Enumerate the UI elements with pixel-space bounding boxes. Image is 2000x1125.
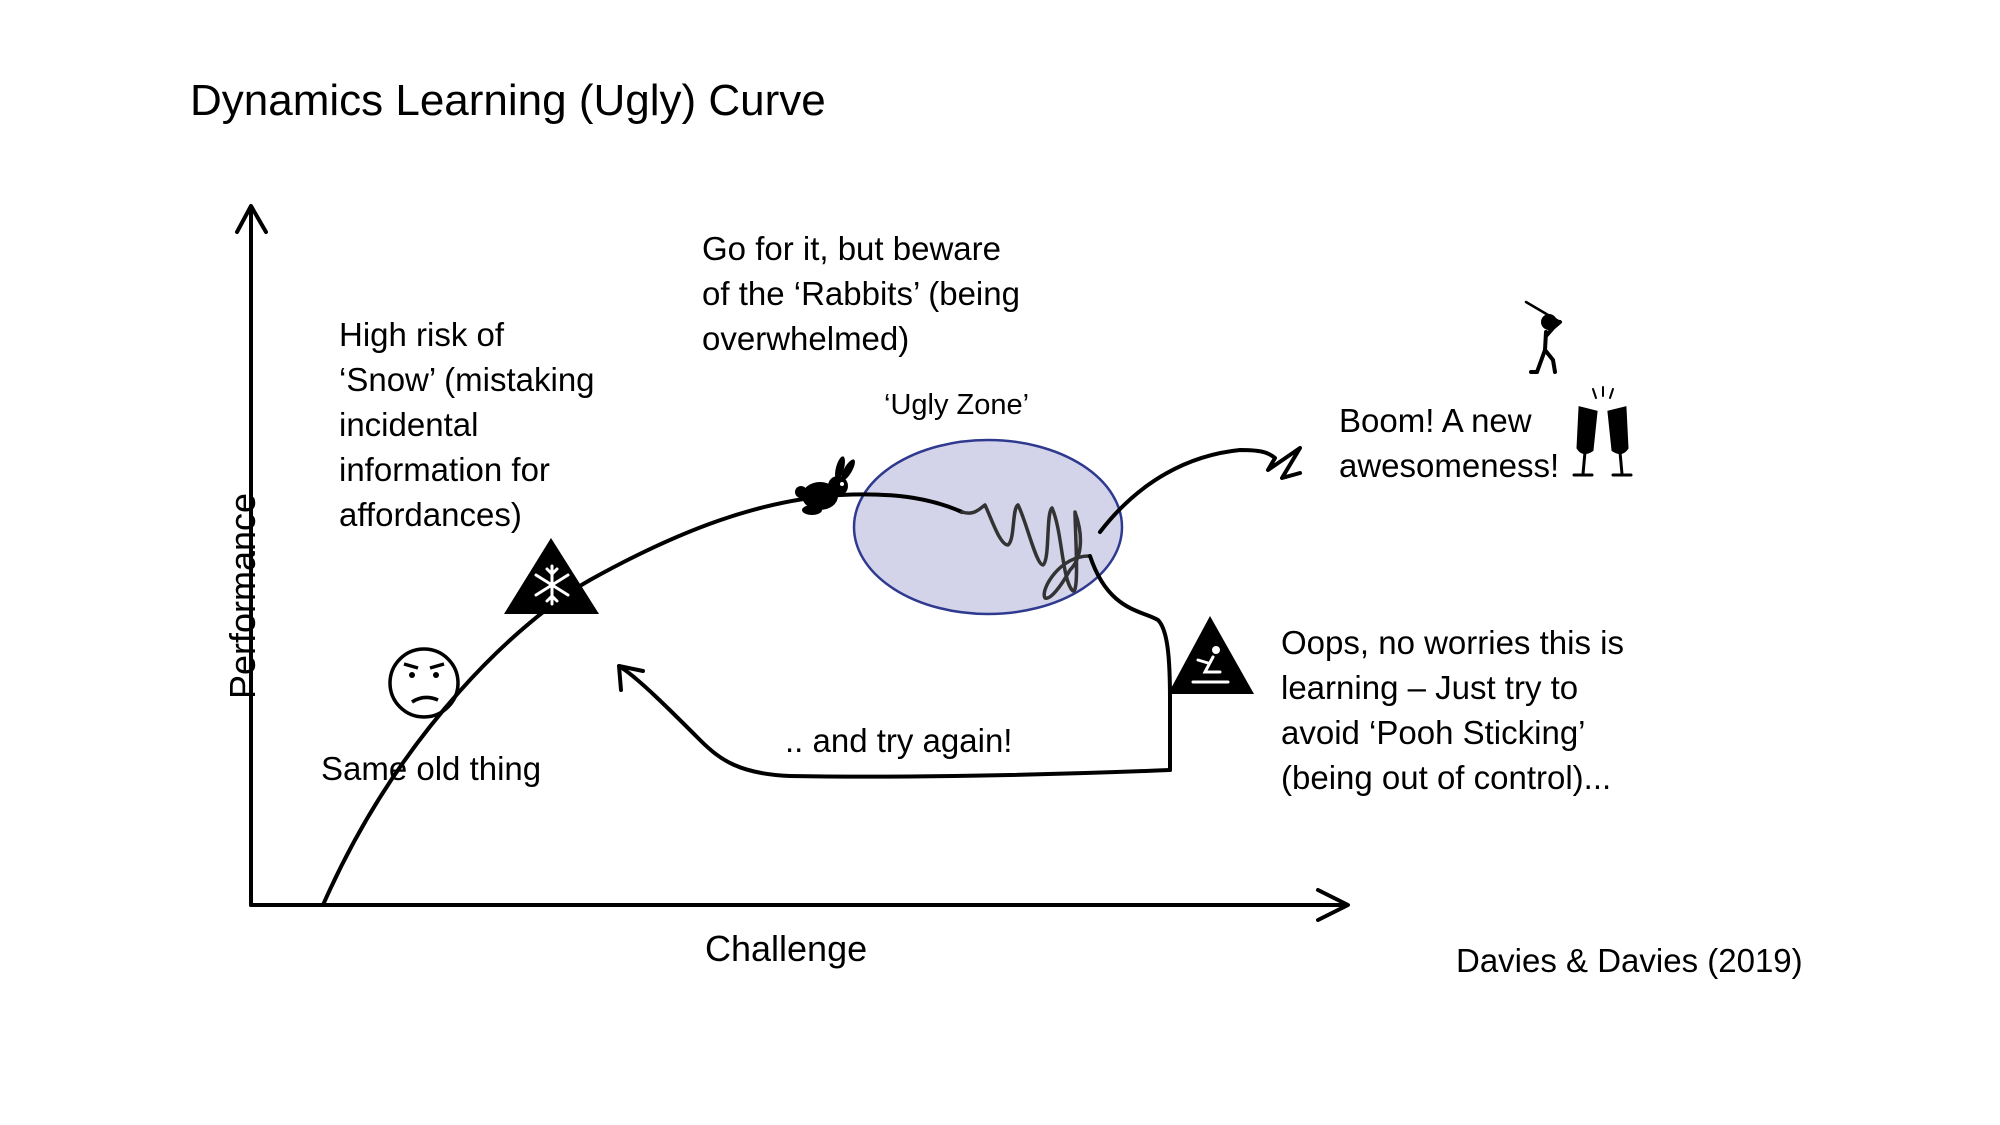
fall-curve xyxy=(1088,554,1172,772)
snow-line-1: High risk of xyxy=(339,316,505,353)
x-axis-arrowhead xyxy=(1316,888,1350,922)
snowflake-warning-icon xyxy=(504,538,599,614)
ugly-zone-squiggle xyxy=(960,503,1092,600)
axes xyxy=(235,204,1350,922)
snow-line-2: ‘Snow’ (mistaking xyxy=(339,361,595,398)
snow-line-5: affordances) xyxy=(339,496,522,533)
y-axis-arrowhead xyxy=(235,204,268,234)
oops-line-3: avoid ‘Pooh Sticking’ xyxy=(1281,714,1586,751)
y-axis-label: Performance xyxy=(222,492,264,700)
boom-line-1: Boom! A new xyxy=(1339,402,1532,439)
rabbits-line-3: overwhelmed) xyxy=(702,320,910,357)
ugly-zone-ellipse xyxy=(852,438,1124,616)
boom-annotation: Boom! A new awesomeness! xyxy=(1339,398,1559,488)
slip-warning-icon xyxy=(1168,616,1254,694)
champagne-toast-icon xyxy=(1572,386,1633,477)
snow-annotation: High risk of ‘Snow’ (mistaking incidenta… xyxy=(339,312,595,537)
oops-line-1: Oops, no worries this is xyxy=(1281,624,1624,661)
boom-line-2: awesomeness! xyxy=(1339,447,1560,484)
x-axis-label: Challenge xyxy=(705,928,868,969)
same-old-label: Same old thing xyxy=(321,750,542,787)
oops-annotation: Oops, no worries this is learning – Just… xyxy=(1281,620,1624,800)
rabbit-icon xyxy=(795,456,855,515)
rabbits-line-2: of the ‘Rabbits’ (being xyxy=(702,275,1020,312)
learning-curve xyxy=(321,492,964,907)
try-again-path xyxy=(620,666,1172,779)
golfer-icon xyxy=(1524,300,1562,374)
try-again-label: .. and try again! xyxy=(785,722,1013,759)
snow-line-3: incidental xyxy=(339,406,479,443)
rabbits-annotation: Go for it, but beware of the ‘Rabbits’ (… xyxy=(702,226,1020,361)
oops-line-4: (being out of control)... xyxy=(1281,759,1612,796)
ugly-zone-label: ‘Ugly Zone’ xyxy=(884,389,1030,421)
breakthrough-curve xyxy=(1098,446,1302,534)
diagram-title: Dynamics Learning (Ugly) Curve xyxy=(190,76,826,125)
snow-line-4: information for xyxy=(339,451,550,488)
try-again-arrowhead xyxy=(617,664,645,692)
rabbits-line-1: Go for it, but beware xyxy=(702,230,1001,267)
worried-face-icon xyxy=(388,647,460,719)
oops-line-2: learning – Just try to xyxy=(1281,669,1579,706)
citation: Davies & Davies (2019) xyxy=(1456,942,1803,979)
